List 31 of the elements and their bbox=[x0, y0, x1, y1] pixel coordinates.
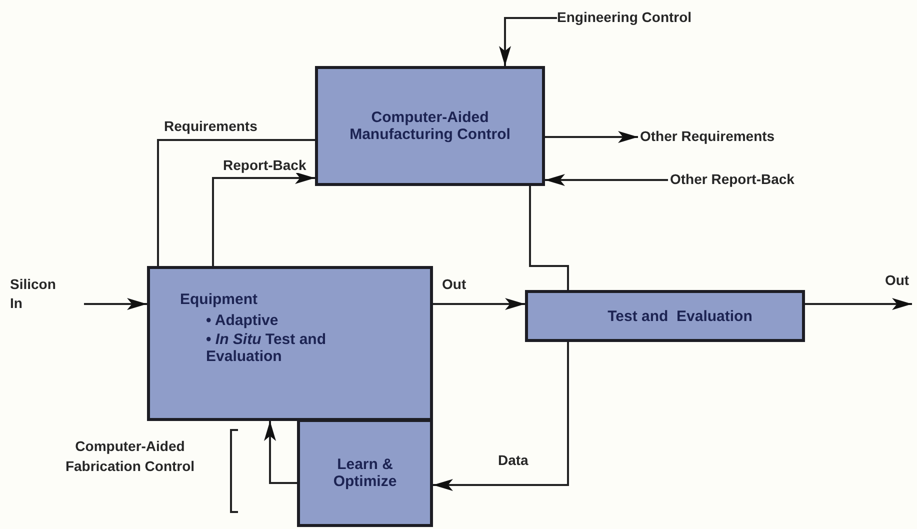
group-label: Computer-Aided Fabrication Control bbox=[64, 437, 196, 476]
arrow bbox=[545, 174, 668, 186]
arrow bbox=[433, 298, 525, 310]
signal-label: Engineering Control bbox=[557, 9, 692, 25]
bullet-item: • In Situ Test and Evaluation bbox=[206, 331, 327, 365]
signal-label: Other Report-Back bbox=[670, 171, 794, 187]
arrow bbox=[499, 17, 557, 66]
edge-label: Data bbox=[497, 452, 530, 468]
process-box bbox=[147, 266, 433, 421]
arrow bbox=[264, 421, 297, 484]
signal-label: Other Requirements bbox=[640, 128, 775, 144]
process-box bbox=[297, 419, 433, 527]
arrow bbox=[84, 298, 147, 310]
box-label: Computer-Aided Manufacturing Control bbox=[348, 109, 512, 143]
connector-line bbox=[529, 186, 569, 290]
output-label: Out bbox=[884, 271, 910, 290]
box-label: Learn & Optimize bbox=[332, 456, 398, 490]
connector-line bbox=[157, 139, 315, 266]
arrow bbox=[805, 298, 912, 310]
box-label: Test and Evaluation bbox=[606, 308, 754, 324]
edge-label: Report-Back bbox=[222, 157, 308, 173]
arrow bbox=[433, 342, 569, 491]
box-heading: Equipment bbox=[180, 291, 258, 308]
edge-label: Requirements bbox=[163, 118, 258, 134]
signal-label: Silicon In bbox=[10, 276, 56, 311]
process-box bbox=[525, 290, 805, 342]
bullet-item: • Adaptive bbox=[206, 312, 280, 329]
arrow bbox=[212, 172, 315, 266]
process-box bbox=[315, 66, 545, 186]
edge-label: Out bbox=[441, 276, 468, 292]
arrow bbox=[545, 131, 638, 143]
